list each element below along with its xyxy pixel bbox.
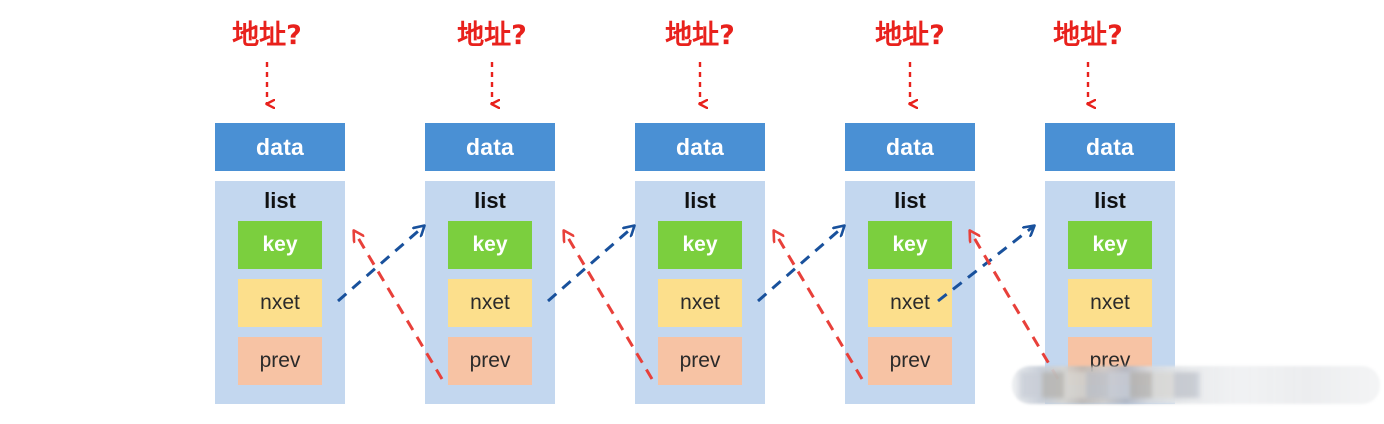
node-4-key-field: key — [868, 221, 952, 269]
node-2-prev-field: prev — [448, 337, 532, 385]
node-3-data-box: data — [635, 123, 765, 171]
node-3-prev-field: prev — [658, 337, 742, 385]
node-5-list-title: list — [1094, 188, 1126, 213]
node-1-data-box: data — [215, 123, 345, 171]
node-2-data-box: data — [425, 123, 555, 171]
address-down-arrows — [267, 62, 1088, 104]
address-label-3: 地址? — [665, 20, 735, 51]
node-1-list-container: list key nxet prev — [215, 181, 345, 404]
mosaic-watermark-blocks — [1020, 372, 1200, 398]
node-1-list-title: list — [264, 188, 296, 213]
node-1-prev-field: prev — [238, 337, 322, 385]
node-4-data-box: data — [845, 123, 975, 171]
address-label-4: 地址? — [875, 20, 945, 51]
node-5-nxet-field: nxet — [1068, 279, 1152, 327]
node-1-key-field: key — [238, 221, 322, 269]
next-arrow-3-to-4 — [757, 226, 844, 303]
node-4-nxet-field: nxet — [868, 279, 952, 327]
address-label-1: 地址? — [232, 20, 302, 51]
node-1-nxet-field: nxet — [238, 279, 322, 327]
node-3-list-container: list key nxet prev — [635, 181, 765, 404]
next-arrow-1-to-2 — [337, 226, 424, 303]
node-5-data-box: data — [1045, 123, 1175, 171]
node-4-list-title: list — [894, 188, 926, 213]
node-2-nxet-field: nxet — [448, 279, 532, 327]
node-3-nxet-field: nxet — [658, 279, 742, 327]
next-arrow-2-to-3 — [547, 226, 634, 303]
node-5-key-field: key — [1068, 221, 1152, 269]
node-3-key-field: key — [658, 221, 742, 269]
node-2-key-field: key — [448, 221, 532, 269]
node-2-list-container: list key nxet prev — [425, 181, 555, 404]
address-label-5: 地址? — [1053, 20, 1123, 51]
node-2-list-title: list — [474, 188, 506, 213]
address-label-2: 地址? — [457, 20, 527, 51]
node-3-list-title: list — [684, 188, 716, 213]
node-4-list-container: list key nxet prev — [845, 181, 975, 404]
node-4-prev-field: prev — [868, 337, 952, 385]
